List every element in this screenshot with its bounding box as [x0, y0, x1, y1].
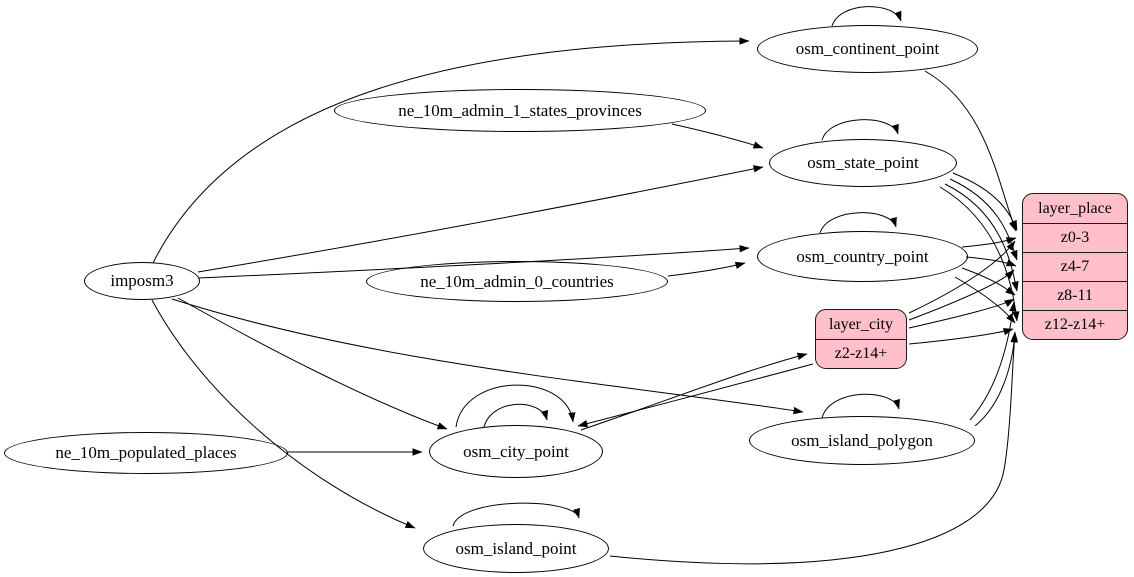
record-layer_city: layer_city z2-z14+ — [815, 309, 907, 369]
node-osm_state_point-label: osm_state_point — [807, 153, 919, 172]
record-layer_city-title-label: layer_city — [829, 315, 893, 333]
edge-osm_country_point-z0-3 — [961, 237, 1017, 248]
node-osm_continent_point-label: osm_continent_point — [795, 39, 940, 58]
self-loop-inner-osm_city_point — [483, 403, 549, 428]
edge-osm_country_point-z12-z14 — [954, 276, 1016, 324]
edge-layer_city-z8-11 — [908, 298, 1015, 329]
record-layer_place-row-z0-3: z0-3 — [1023, 223, 1127, 252]
node-ne_10m_admin_0_countries-label: ne_10m_admin_0_countries — [420, 271, 614, 291]
node-osm_state_point: osm_state_point — [769, 139, 957, 187]
node-imposm3: imposm3 — [84, 262, 200, 300]
node-ne_10m_admin_0_countries: ne_10m_admin_0_countries — [366, 261, 668, 302]
edge-imposm3-osm_island_polygon — [171, 298, 804, 415]
record-layer_place-row-z12-z14: z12-z14+ — [1023, 310, 1127, 339]
edge-layer_city-osm_city_point — [577, 363, 814, 428]
node-osm_island_polygon: osm_island_polygon — [749, 416, 975, 465]
edge-imposm3-osm_island_point — [151, 299, 416, 529]
edge-ne_10m_admin_0_countries-osm_country_point — [667, 261, 746, 277]
edge-osm_island_polygon-z8-11 — [969, 301, 1017, 421]
record-layer_city-title: layer_city — [816, 310, 906, 339]
record-layer_city-row-z2-z14: z2-z14+ — [816, 339, 906, 368]
node-ne_10m_populated_places: ne_10m_populated_places — [4, 432, 288, 474]
edge-imposm3-osm_continent_point — [152, 37, 750, 264]
record-layer_place: layer_place z0-3 z4-7 z8-11 z12-z14+ — [1022, 193, 1128, 340]
edge-imposm3-osm_city_point — [177, 297, 448, 430]
node-osm_island_point-label: osm_island_point — [455, 538, 577, 558]
record-layer_city-row-z2-z14-label: z2-z14+ — [834, 345, 888, 362]
record-layer_place-title-label: layer_place — [1038, 199, 1112, 217]
node-ne_10m_admin_1_states_provinces-label: ne_10m_admin_1_states_provinces — [398, 100, 642, 120]
edge-layer_city-z12-z14 — [908, 328, 1014, 345]
node-osm_continent_point: osm_continent_point — [757, 25, 978, 73]
record-layer_place-row-z4-7-label: z4-7 — [1060, 258, 1090, 275]
node-osm_city_point-label: osm_city_point — [463, 441, 569, 461]
edge-osm_state_point-z0-3 — [952, 172, 1018, 231]
self-loop-osm_country_point — [819, 212, 897, 234]
edge-osm_island_polygon-z12-z14 — [974, 331, 1019, 427]
record-layer_place-row-z8-11: z8-11 — [1023, 281, 1127, 310]
node-ne_10m_populated_places-label: ne_10m_populated_places — [55, 443, 237, 462]
node-osm_city_point: osm_city_point — [429, 425, 603, 478]
record-layer_place-title: layer_place — [1023, 194, 1127, 223]
edge-ne_10m_admin_1_states_provinces-osm_state_point — [671, 123, 764, 149]
self-loop-outer-osm_city_point — [455, 384, 576, 428]
node-osm_island_polygon-label: osm_island_polygon — [791, 430, 933, 450]
node-imposm3-label: imposm3 — [110, 271, 174, 290]
edge-osm_country_point-z8-11 — [961, 267, 1016, 296]
record-layer_place-row-z8-11-label: z8-11 — [1057, 287, 1093, 304]
record-layer_place-row-z4-7: z4-7 — [1023, 252, 1127, 281]
node-ne_10m_admin_1_states_provinces: ne_10m_admin_1_states_provinces — [334, 89, 706, 132]
self-loop-osm_island_polygon — [821, 393, 900, 419]
self-loop-osm_continent_point — [831, 6, 902, 27]
edge-osm_city_point-layer_city — [580, 352, 808, 431]
node-osm_island_point: osm_island_point — [423, 524, 609, 573]
record-layer_place-row-z0-3-label: z0-3 — [1060, 229, 1090, 246]
edge-osm_country_point-z4-7 — [965, 256, 1017, 267]
edge-layer_city-z4-7 — [908, 269, 1015, 321]
self-loop-osm_state_point — [821, 119, 899, 141]
self-loop-osm_island_point — [452, 502, 580, 527]
edge-osm_state_point-z8-11 — [944, 183, 1019, 292]
record-layer_place-row-z12-z14-label: z12-z14+ — [1044, 316, 1106, 333]
edge-imposm3-osm_state_point — [197, 165, 764, 273]
node-osm_country_point: osm_country_point — [757, 231, 968, 282]
node-osm_country_point-label: osm_country_point — [796, 246, 929, 266]
